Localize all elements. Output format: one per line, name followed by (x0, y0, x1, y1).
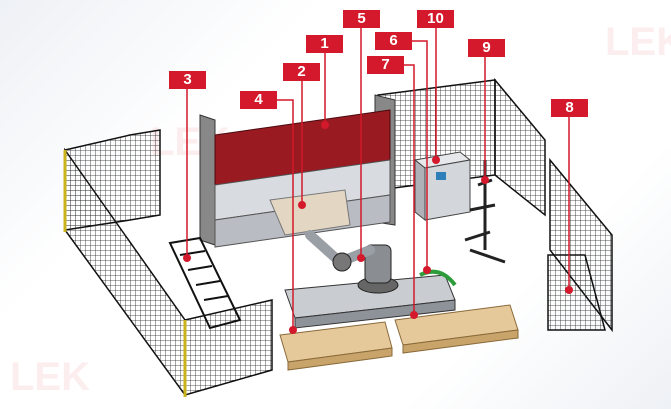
feeding-stand (168, 236, 242, 330)
callout-10: 10 (417, 10, 454, 28)
watermark: LEK (10, 355, 90, 399)
callout-leaders (186, 28, 570, 330)
callout-4: 4 (240, 91, 277, 109)
callout-7: 7 (367, 56, 404, 74)
callout-2: 2 (283, 63, 320, 81)
gripper-rack (464, 160, 506, 264)
sheet-pallets (279, 304, 519, 371)
control-cabinet (413, 151, 472, 222)
callout-5: 5 (343, 10, 380, 28)
callout-3: 3 (169, 71, 206, 89)
callout-8: 8 (551, 99, 588, 117)
robot-track (284, 269, 457, 329)
callout-9: 9 (468, 39, 505, 57)
safety-fence-left (63, 129, 273, 398)
safety-fence-right (547, 157, 613, 333)
callout-dots (183, 121, 573, 334)
press-brake (199, 94, 396, 248)
callout-1: 1 (306, 35, 343, 53)
callout-6: 6 (375, 32, 412, 50)
watermark: LEK (605, 20, 671, 64)
robot-arm (305, 230, 399, 294)
